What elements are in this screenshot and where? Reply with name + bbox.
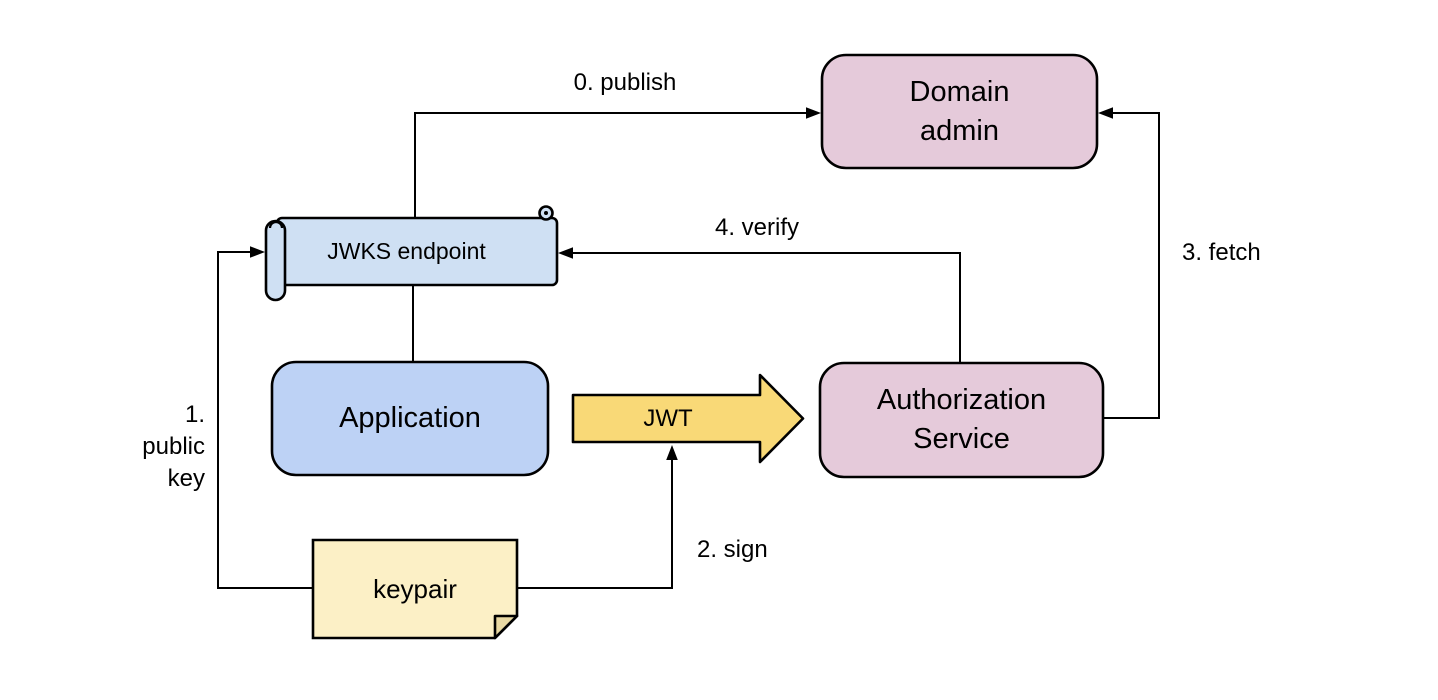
sign-edge-label: 2. sign	[697, 536, 768, 563]
scroll-roll-curl	[268, 220, 284, 229]
node-domain-admin	[820, 53, 1099, 170]
edge-fetch-line	[1102, 112, 1160, 419]
node-jwks-endpoint	[264, 205, 559, 302]
domain-admin-label: Domain admin	[909, 75, 1010, 147]
application-label: Application	[339, 402, 481, 434]
scroll-top-curl-dot	[544, 211, 548, 215]
edge-publish-line	[414, 112, 807, 218]
arrowhead-publish	[806, 107, 821, 119]
edges-layer	[217, 107, 1160, 589]
nodes-layer	[264, 53, 1105, 640]
edge-public-key-line	[217, 251, 313, 589]
keypair-label: keypair	[373, 573, 457, 604]
arrowhead-verify	[558, 247, 573, 259]
fetch-edge-label: 3. fetch	[1182, 239, 1261, 266]
arrowhead-fetch	[1098, 107, 1113, 119]
node-keypair	[311, 538, 519, 640]
publish-edge-label: 0. publish	[573, 69, 677, 96]
arrowhead-public-key	[250, 246, 265, 258]
jwks-endpoint-label: JWKS endpoint	[327, 238, 486, 264]
note-fold-corner	[493, 614, 519, 640]
arrowhead-sign	[666, 445, 678, 460]
edge-verify-line	[572, 252, 961, 363]
public-key-edge-label: 1. public key	[142, 401, 205, 492]
jwt-block-arrow	[571, 373, 805, 464]
authorization-service-label: Authorization Service	[876, 384, 1047, 455]
edge-sign-line	[517, 459, 673, 589]
node-application	[270, 360, 550, 477]
verify-edge-label: 4. verify	[714, 214, 800, 241]
jwt-label: JWT	[643, 404, 693, 432]
node-authorization-service	[818, 361, 1105, 479]
